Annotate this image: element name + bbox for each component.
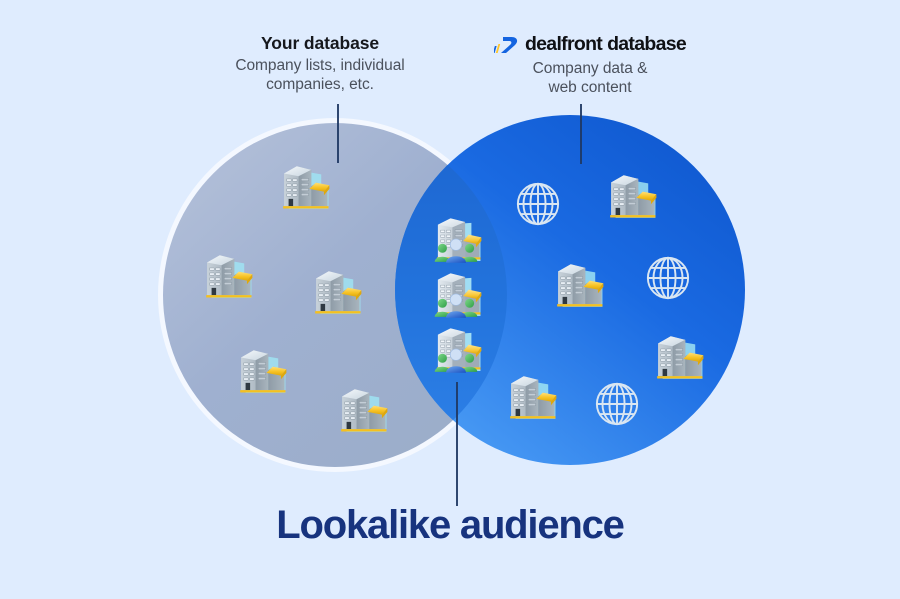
office-building-icon (333, 382, 391, 440)
office-building-icon (649, 329, 707, 387)
right-set-label: dealfront database Company data & web co… (405, 33, 775, 98)
office-building-icon (275, 159, 333, 217)
left-set-label: Your database Company lists, individual … (120, 33, 520, 95)
office-building-icon (198, 248, 256, 306)
office-building-icon (232, 343, 290, 401)
company-audience-icon (427, 322, 485, 380)
left-set-title: Your database (261, 33, 379, 53)
right-set-subtitle-line-2: web content (548, 78, 632, 96)
office-building-icon (549, 257, 607, 315)
left-set-subtitle-line-2: companies, etc. (266, 76, 374, 94)
dealfront-brand-name: dealfront (524, 33, 603, 55)
left-connector-line (337, 104, 339, 163)
globe-icon (589, 376, 645, 432)
office-building-icon (307, 264, 365, 322)
office-building-icon (602, 168, 660, 226)
left-set-subtitle-line-1: Company lists, individual (235, 57, 405, 75)
right-set-title-suffix: database (607, 33, 687, 55)
globe-icon (640, 250, 696, 306)
company-audience-icon (427, 267, 485, 325)
right-set-subtitle-line-1: Company data & (532, 59, 648, 77)
dealfront-logo-icon (493, 37, 518, 54)
right-set-title: dealfront database (405, 33, 775, 57)
page-title: Lookalike audience (276, 503, 625, 547)
company-audience-icon (427, 212, 485, 270)
globe-icon (510, 176, 566, 232)
right-connector-line (580, 104, 582, 164)
bottom-connector-line (456, 382, 458, 506)
office-building-icon (502, 369, 560, 427)
right-set-subtitle: Company data & web content (405, 60, 775, 98)
left-set-subtitle: Company lists, individual companies, etc… (120, 57, 520, 95)
